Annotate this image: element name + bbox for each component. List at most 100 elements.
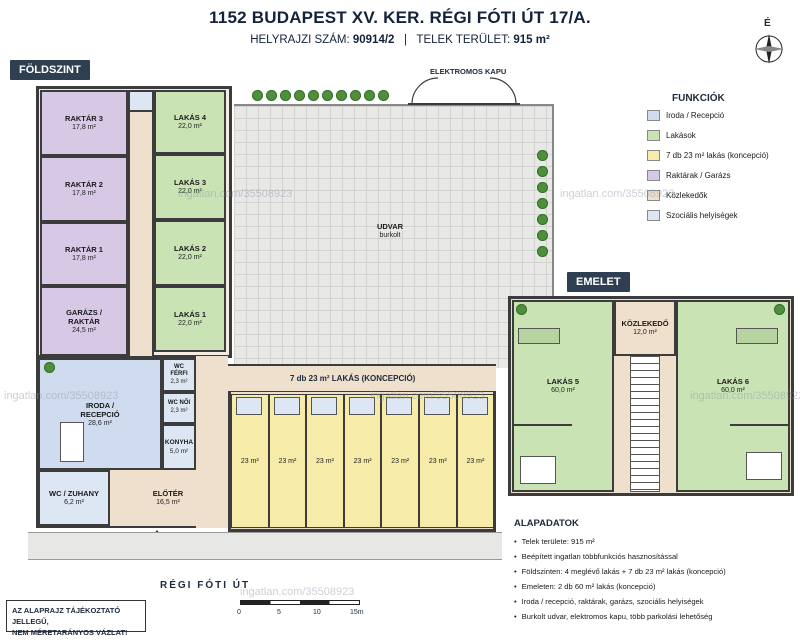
facts-title: ALAPADATOK — [514, 518, 579, 529]
fact-item: Iroda / recepció, raktárak, garázs, szoc… — [514, 594, 794, 609]
room-name: ELŐTÉR — [152, 489, 184, 498]
room-area: 28,6 m² — [88, 419, 112, 427]
studio-unit-area: 23 m² — [428, 457, 447, 465]
room-area: 6,2 m² — [64, 499, 84, 506]
corridor-link — [196, 356, 228, 528]
hrsz-value: 90914/2 — [352, 34, 395, 46]
room-area: 22,0 m² — [178, 123, 202, 130]
studio-unit: 23 m² — [343, 394, 382, 528]
plan-title: 1152 BUDAPEST XV. KER. RÉGI FÓTI ÚT 17/A… — [209, 8, 591, 27]
studio-block-label: 7 db 23 m² LAKÁS (KONCEPCIÓ) — [290, 374, 416, 383]
room-name: IRODA / RECEPCIÓ — [80, 400, 120, 419]
corridor-horizontal — [196, 364, 496, 392]
room-raktar-2: RAKTÁR 2 17,8 m² — [40, 156, 128, 222]
room-name: GARÁZS / RAKTÁR — [66, 307, 102, 326]
legend-item: Raktárak / Garázs — [647, 170, 730, 181]
disclaimer-line: NEM MÉRETARÁNYOS VÁZLAT! — [12, 628, 128, 637]
scale-tick-label: 0 — [237, 609, 241, 616]
courtyard — [234, 104, 554, 368]
tree-icon — [516, 304, 527, 315]
tree-icon — [378, 90, 389, 101]
room-area: 17,8 m² — [72, 124, 96, 131]
studio-unit-area: 23 m² — [316, 457, 334, 465]
legend-label: Raktárak / Garázs — [666, 171, 731, 180]
studio-unit: 23 m² — [381, 394, 419, 528]
room-area: 22,0 m² — [178, 320, 202, 327]
disclaimer-line: AZ ALAPRAJZ TÁJÉKOZTATÓ JELLEGŰ, — [12, 606, 121, 626]
electric-gate-icon — [408, 77, 520, 105]
room-raktar-1: RAKTÁR 1 17,8 m² — [40, 222, 128, 286]
tree-icon — [364, 90, 375, 101]
legend-item: Lakások — [647, 130, 696, 141]
tree-icon — [294, 90, 305, 101]
sofa-icon — [518, 328, 560, 344]
scale-tick-label: 15m — [350, 609, 364, 616]
room-wc-zuhany: WC / ZUHANY 6,2 m² — [38, 470, 110, 526]
compass: É — [752, 18, 786, 68]
tree-icon — [266, 90, 277, 101]
studio-bath — [461, 397, 488, 415]
street-label: RÉGI FÓTI ÚT — [160, 580, 251, 591]
legend-label: Közlekedők — [666, 191, 708, 200]
legend-label: Szociális helyiségek — [666, 211, 738, 220]
corridor-vertical — [128, 112, 154, 356]
studio-bath — [236, 397, 262, 415]
compass-rose-icon — [754, 34, 784, 64]
legend-item: 7 db 23 m² lakás (koncepció) — [647, 150, 769, 161]
studio-unit: 23 m² — [419, 394, 457, 528]
bed-icon — [520, 456, 556, 484]
room-name: KONYHA — [164, 439, 194, 446]
legend-item: Közlekedők — [647, 190, 707, 201]
upper-floor-tag: EMELET — [567, 272, 630, 292]
tree-icon — [44, 362, 55, 373]
studio-unit: 23 m² — [306, 394, 344, 528]
studio-unit-area: 23 m² — [353, 457, 372, 465]
scale-tick-label: 10 — [313, 609, 321, 616]
fact-item: Burkolt udvar, elektromos kapu, több par… — [514, 609, 794, 624]
room-kozlekedo: KÖZLEKEDŐ 12,0 m² — [614, 300, 676, 356]
room-area: 2,3 m² — [170, 408, 188, 414]
tree-icon — [537, 166, 548, 177]
meeting-table-icon — [60, 422, 84, 462]
tree-icon — [774, 304, 785, 315]
tree-icon — [537, 246, 548, 257]
legend-label: 7 db 23 m² lakás (koncepció) — [666, 151, 769, 160]
legend-swatch — [647, 210, 660, 221]
tree-icon — [350, 90, 361, 101]
studio-unit: 23 m² — [268, 394, 307, 528]
watermark: ingatlan.com/35508923 — [690, 390, 800, 402]
gate-label: ELEKTROMOS KAPU — [430, 67, 507, 76]
studio-bath — [273, 397, 300, 415]
sidewalk — [28, 532, 502, 560]
room-name: RAKTÁR 2 — [65, 180, 103, 189]
room-name: LAKÁS 2 — [173, 244, 207, 253]
watermark: ingatlan.com/35508923 — [370, 390, 485, 402]
watermark: ingatlan.com/35508923 — [178, 188, 293, 200]
room-area: 60,0 m² — [551, 387, 575, 394]
fact-item: Földszinten: 4 meglévő lakás + 7 db 23 m… — [514, 564, 794, 579]
studio-unit-area: 23 m² — [240, 457, 259, 465]
legend-swatch — [647, 190, 660, 201]
courtyard-label: UDVAR burkolt — [330, 222, 450, 240]
studio-unit: 23 m² — [231, 394, 269, 528]
room-name: RAKTÁR 1 — [65, 245, 103, 254]
studio-bath — [386, 397, 413, 415]
room-area: 24,5 m² — [72, 326, 96, 334]
tree-icon — [537, 198, 548, 209]
legend-item: Szociális helyiségek — [647, 210, 738, 221]
scale-bar-track — [240, 600, 360, 605]
room-lakas-1: LAKÁS 1 22,0 m² — [154, 286, 226, 352]
room-area: 22,0 m² — [178, 254, 202, 261]
tree-icon — [322, 90, 333, 101]
room-name: LAKÁS 3 — [173, 178, 207, 187]
room-lakas-4: LAKÁS 4 22,0 m² — [154, 90, 226, 154]
tree-icon — [252, 90, 263, 101]
fact-item: Beépített ingatlan többfunkciós hasznosí… — [514, 549, 794, 564]
room-area: 17,8 m² — [72, 255, 96, 262]
legend-label: Iroda / Recepció — [666, 111, 725, 120]
fact-item: Emeleten: 2 db 60 m² lakás (koncepció) — [514, 579, 794, 594]
scale-tick-label: 5 — [277, 609, 281, 616]
legend-title: FUNKCIÓK — [672, 93, 725, 104]
room-name: KÖZLEKEDŐ — [621, 319, 669, 328]
room-area: 17,8 m² — [72, 190, 96, 197]
